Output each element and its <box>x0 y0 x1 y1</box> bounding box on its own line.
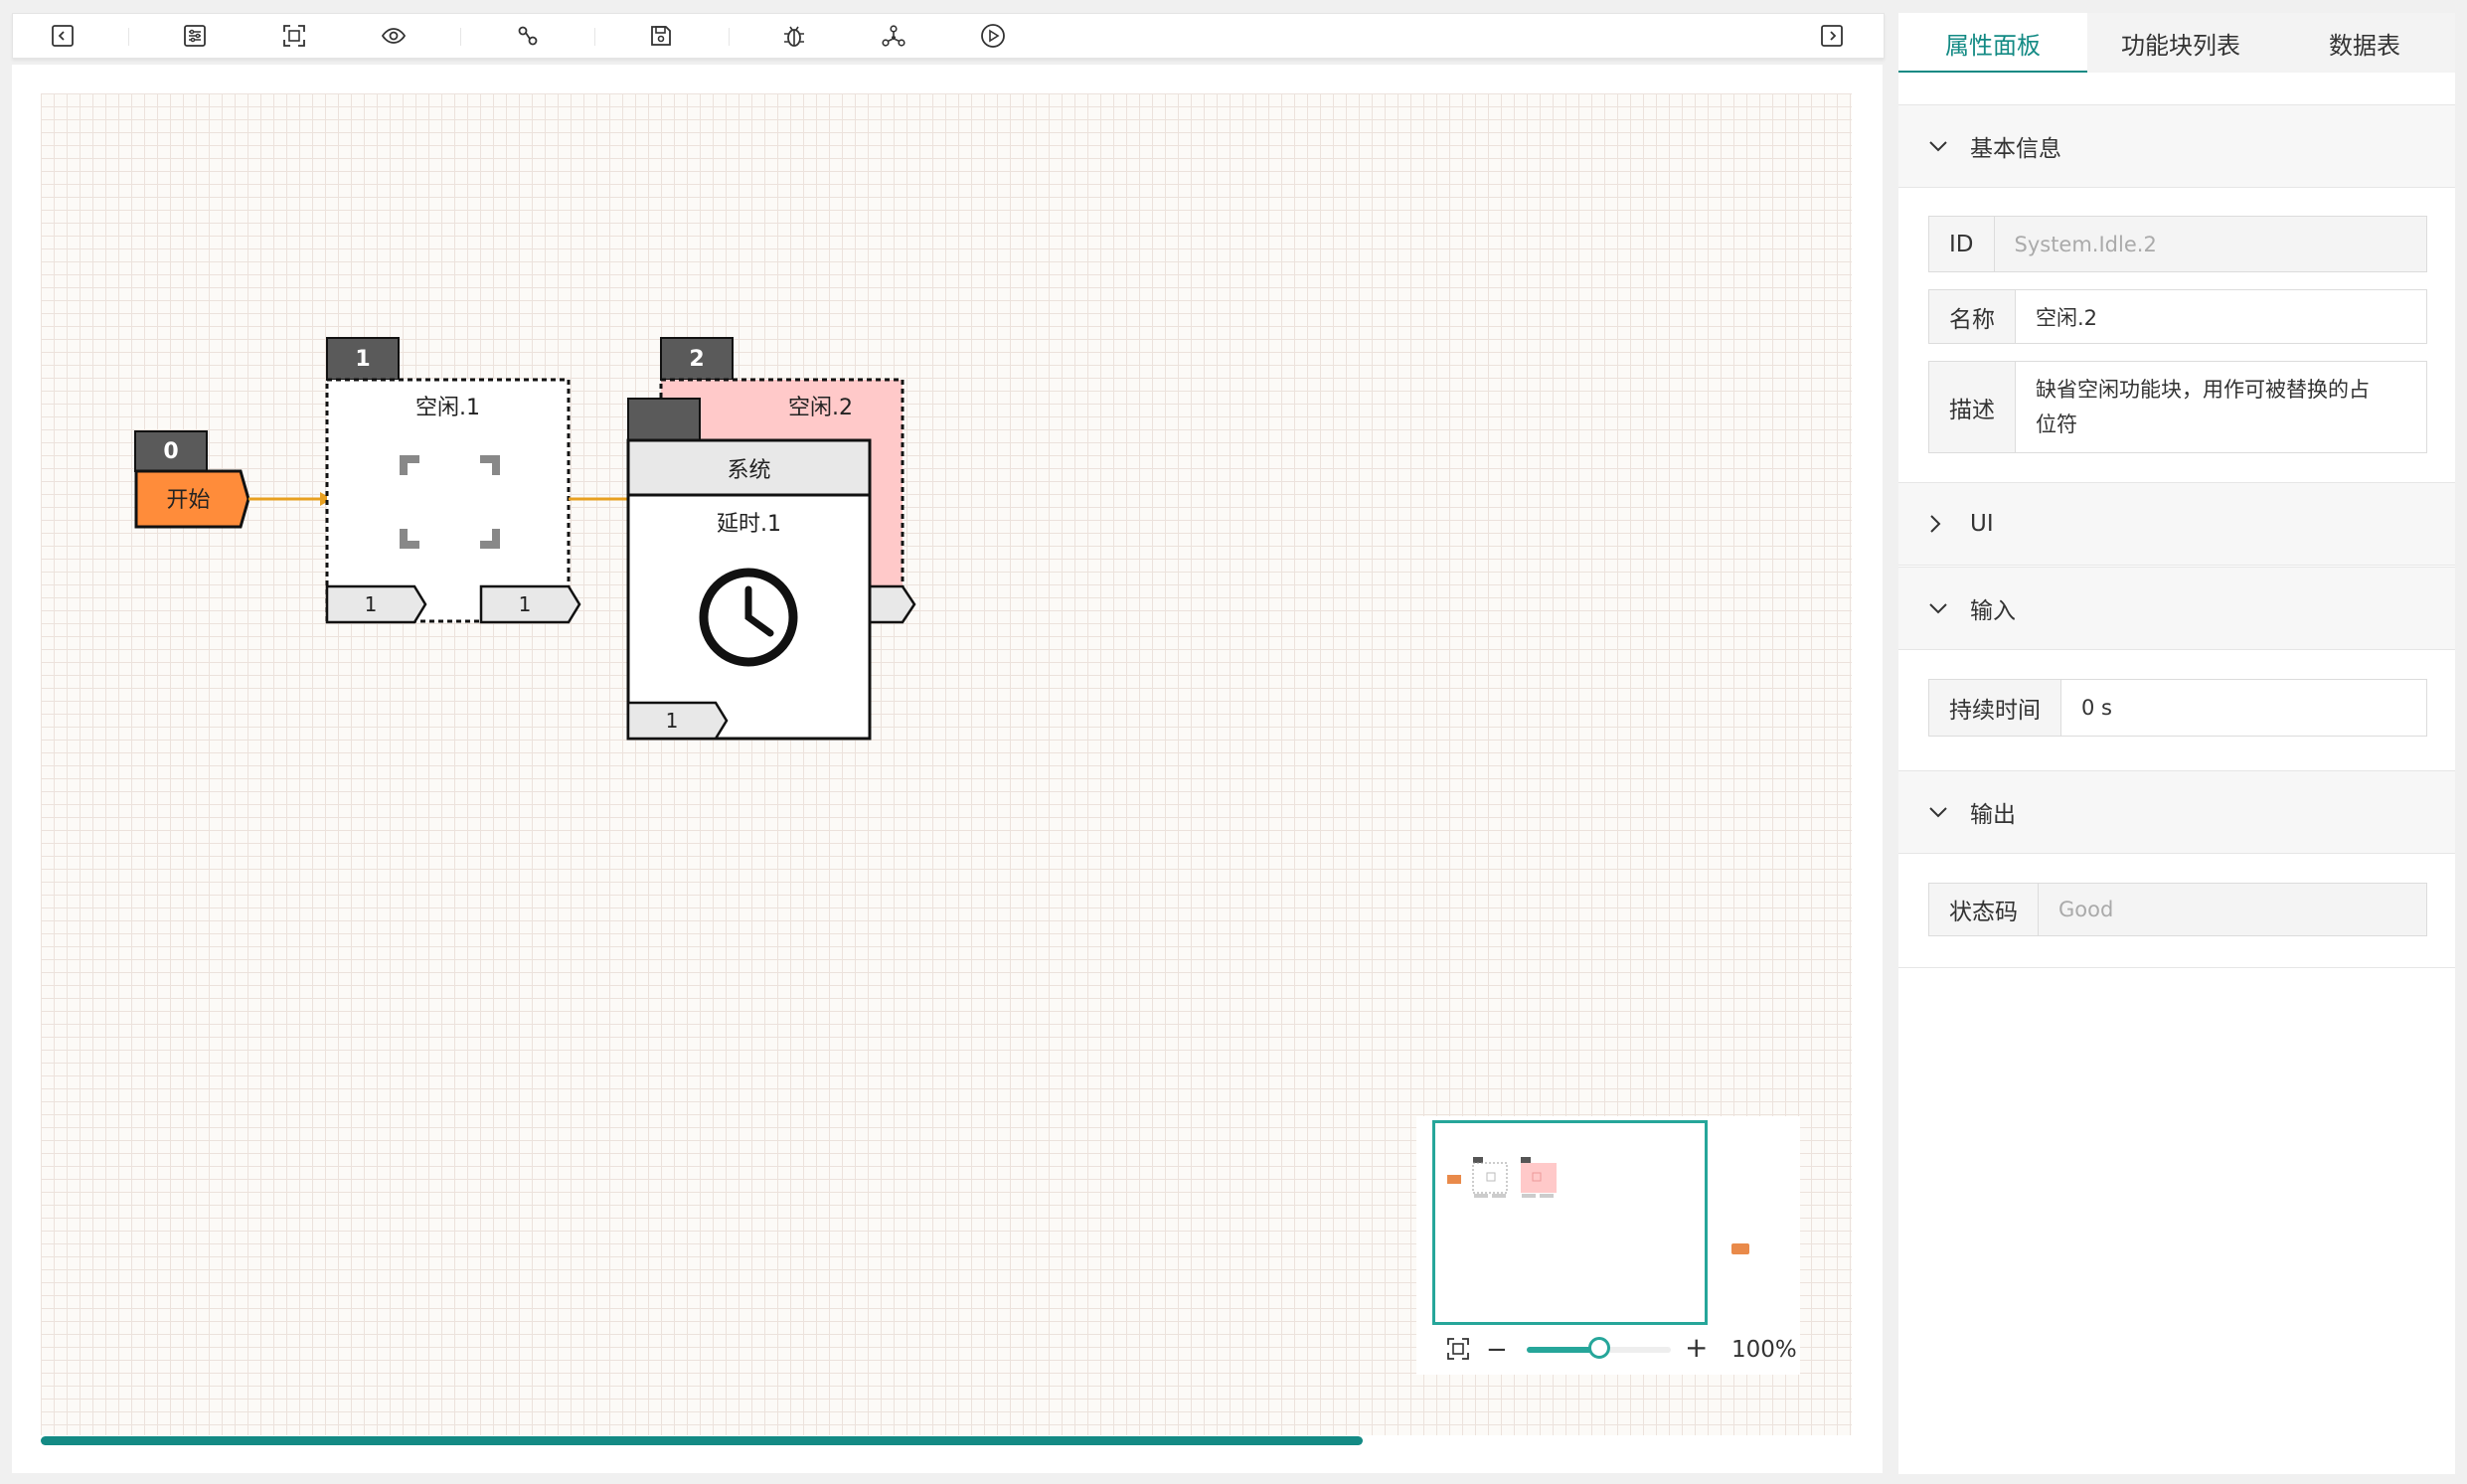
chevron-down-icon <box>1928 805 1964 819</box>
description-line-2: 位符 <box>2036 412 2077 436</box>
tab-function-blocks[interactable]: 功能块列表 <box>2121 31 2240 60</box>
zoom-controls: − + 100% <box>1416 1325 1800 1373</box>
edge-arrowhead <box>320 492 332 506</box>
delay-node-category: 系统 <box>727 458 771 483</box>
start-node-label[interactable]: 开始 <box>166 488 211 513</box>
play-icon[interactable] <box>978 21 1008 51</box>
id-field: ID System.Idle.2 <box>1928 216 2427 272</box>
collapse-left-icon[interactable] <box>48 21 78 51</box>
idle1-output-pin[interactable]: 1 <box>518 592 532 616</box>
duration-label: 持续时间 <box>1929 680 2061 736</box>
collapse-right-icon[interactable] <box>1817 21 1847 51</box>
name-field[interactable]: 名称 空闲.2 <box>1928 289 2427 344</box>
duration-input[interactable]: 0 s <box>2081 696 2112 720</box>
delay-input-pin[interactable]: 1 <box>665 709 679 733</box>
chevron-down-icon <box>1928 601 1964 615</box>
name-label: 名称 <box>1929 290 2016 343</box>
minimap-preview <box>1447 1157 1557 1198</box>
settings-icon[interactable] <box>180 21 210 51</box>
zoom-slider-fill <box>1527 1347 1599 1353</box>
zoom-out-icon[interactable]: − <box>1486 1335 1508 1365</box>
property-panel: 属性面板 功能块列表 数据表 基本信息 ID System.Idle.2 名称 … <box>1898 13 2455 1474</box>
idle1-input-pin[interactable]: 1 <box>364 592 378 616</box>
panel-divider <box>1898 967 2455 968</box>
start-node-index: 0 <box>163 438 179 464</box>
section-output-title: 输出 <box>1970 802 2016 828</box>
fit-view-icon[interactable] <box>279 21 309 51</box>
zoom-fit-icon[interactable] <box>1446 1337 1470 1365</box>
zoom-value: 100% <box>1731 1337 1797 1363</box>
start-node-shape <box>134 469 250 529</box>
idle2-node-title[interactable]: 空闲.2 <box>788 396 853 420</box>
active-tab-indicator <box>1898 71 2087 73</box>
section-basic-info-title: 基本信息 <box>1970 136 2061 162</box>
idle1-node-title[interactable]: 空闲.1 <box>415 396 480 420</box>
description-field[interactable]: 描述 缺省空闲功能块，用作可被替换的占 位符 <box>1928 361 2427 453</box>
idle2-node-index: 2 <box>689 346 705 372</box>
section-basic-info[interactable]: 基本信息 <box>1898 104 2455 188</box>
section-ui[interactable]: UI <box>1898 482 2455 566</box>
focus-frame-icon <box>400 455 500 549</box>
section-ui-title: UI <box>1970 511 1994 537</box>
minimap-viewport[interactable] <box>1432 1120 1708 1325</box>
status-code-field: 状态码 Good <box>1928 883 2427 936</box>
debug-bug-icon[interactable] <box>779 21 809 51</box>
status-code-value: Good <box>2039 884 2426 935</box>
editor-toolbar <box>12 13 1885 59</box>
zoom-slider-track[interactable] <box>1527 1337 1671 1359</box>
chevron-right-icon <box>1928 514 1964 534</box>
canvas-grid <box>41 93 1852 1435</box>
tab-data-table[interactable]: 数据表 <box>2329 31 2400 60</box>
flow-canvas[interactable]: 0 开始 1 空闲.1 1 1 2 空闲.2 系统 延时.1 1 <box>12 65 1883 1473</box>
section-input[interactable]: 输入 <box>1898 567 2455 650</box>
chevron-down-icon <box>1928 139 1964 153</box>
description-input[interactable]: 缺省空闲功能块，用作可被替换的占 位符 <box>2016 362 2426 452</box>
delay-node-title[interactable]: 延时.1 <box>717 512 781 537</box>
minimap-orange-marker <box>1731 1243 1749 1254</box>
idle1-node-shape <box>325 378 571 623</box>
minimap: − + 100% <box>1416 1116 1800 1375</box>
idle1-node-index: 1 <box>355 346 371 372</box>
clock-icon <box>699 568 798 667</box>
panel-tabs: 属性面板 功能块列表 数据表 <box>1898 13 2455 73</box>
section-input-title: 输入 <box>1970 598 2016 624</box>
tab-properties[interactable]: 属性面板 <box>1898 13 2087 73</box>
horizontal-scrollbar[interactable] <box>41 1436 1363 1445</box>
id-label: ID <box>1929 217 1995 271</box>
zoom-slider-thumb[interactable] <box>1587 1337 1610 1359</box>
flow-graph <box>134 337 916 741</box>
link-icon[interactable] <box>513 21 543 51</box>
name-input[interactable]: 空闲.2 <box>2036 305 2098 330</box>
start-node-tag-shape <box>134 430 208 472</box>
duration-field[interactable]: 持续时间 0 s <box>1928 679 2427 737</box>
network-icon[interactable] <box>879 21 908 51</box>
description-label: 描述 <box>1929 362 2016 452</box>
section-output[interactable]: 输出 <box>1898 770 2455 854</box>
save-icon[interactable] <box>646 21 676 51</box>
id-value: System.Idle.2 <box>1994 217 2426 271</box>
description-line-1: 缺省空闲功能块，用作可被替换的占 <box>2036 377 2370 402</box>
zoom-in-icon[interactable]: + <box>1685 1331 1709 1364</box>
eye-icon[interactable] <box>379 21 409 51</box>
status-code-label: 状态码 <box>1929 884 2039 935</box>
